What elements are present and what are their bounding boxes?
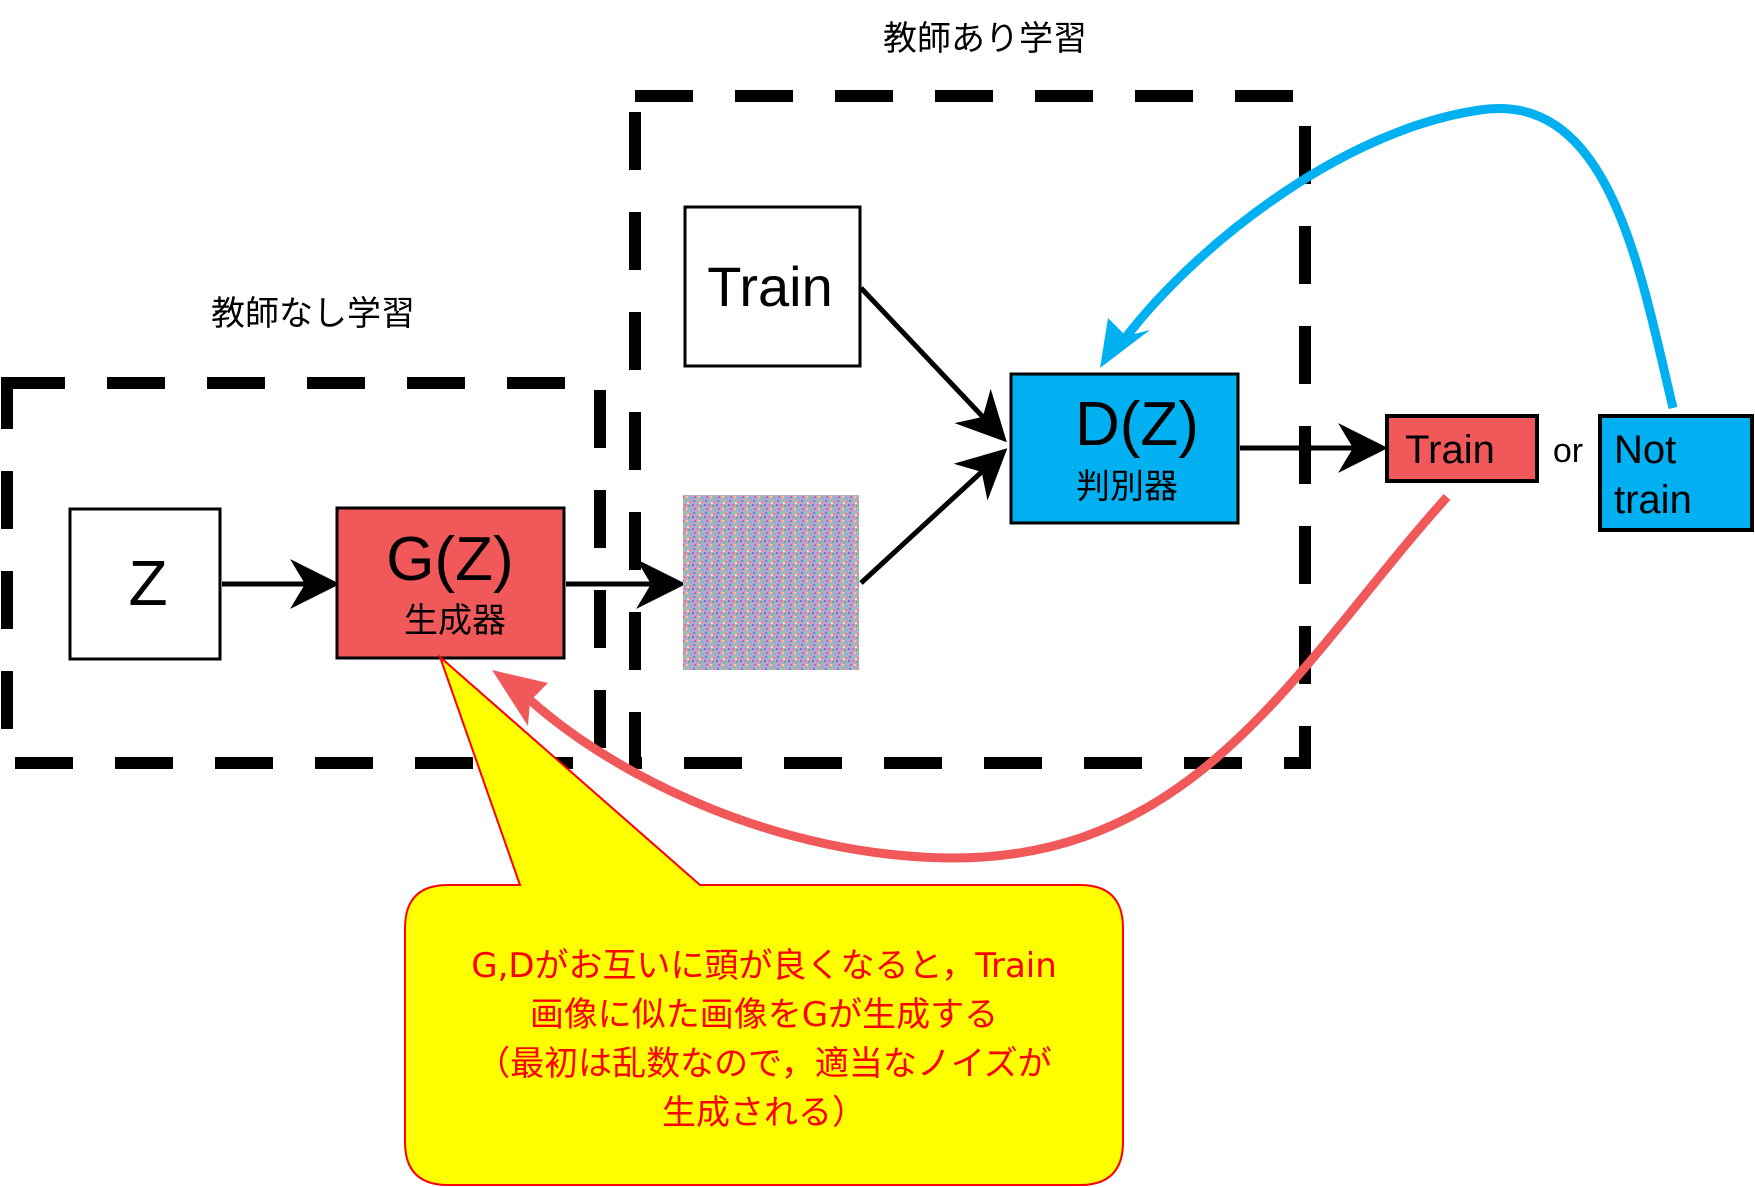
- result-not-train-box: [1598, 414, 1754, 532]
- arrow-noise-to-discriminator: [859, 448, 1008, 585]
- callout-line-3: （最初は乱数なので，適当なノイズが: [476, 1044, 1052, 1084]
- discriminator-subtitle: 判別器: [1076, 467, 1178, 507]
- callout-bubble: [404, 653, 1124, 1186]
- result-not-train-line2: train: [1614, 478, 1692, 522]
- generator-box: [335, 506, 566, 660]
- generator-subtitle: 生成器: [404, 601, 506, 641]
- result-train-label: Train: [1405, 428, 1495, 472]
- callout-line-4: 生成される）: [662, 1093, 866, 1133]
- train-input-label: Train: [707, 255, 833, 318]
- callout-line-2: 画像に似た画像をGが生成する: [530, 995, 998, 1035]
- train-input-box: [683, 205, 862, 368]
- generator-title: G(Z): [386, 525, 513, 594]
- z-label: Z: [128, 547, 167, 619]
- z-box: [68, 507, 222, 661]
- blue-arrowhead-icon: [1100, 318, 1150, 368]
- callout-line-1: G,Dがお互いに頭が良くなると，Train: [471, 946, 1057, 986]
- arrow-train-to-discriminator: [859, 286, 1007, 443]
- blue-feedback-arrow: [1116, 103, 1678, 410]
- red-arrowhead-icon: [492, 670, 548, 726]
- unsupervised-region: [1, 377, 606, 769]
- red-feedback-arrow: [527, 493, 1451, 863]
- supervised-region: [629, 90, 1311, 769]
- or-text: or: [1553, 432, 1583, 470]
- random-noise-image: [683, 495, 859, 670]
- unsupervised-label: 教師なし学習: [211, 294, 415, 334]
- discriminator-title: D(Z): [1075, 390, 1199, 459]
- supervised-label: 教師あり学習: [883, 19, 1087, 59]
- result-not-train-line1: Not: [1614, 428, 1676, 472]
- discriminator-box: [1009, 372, 1240, 525]
- result-train-box: [1385, 414, 1539, 483]
